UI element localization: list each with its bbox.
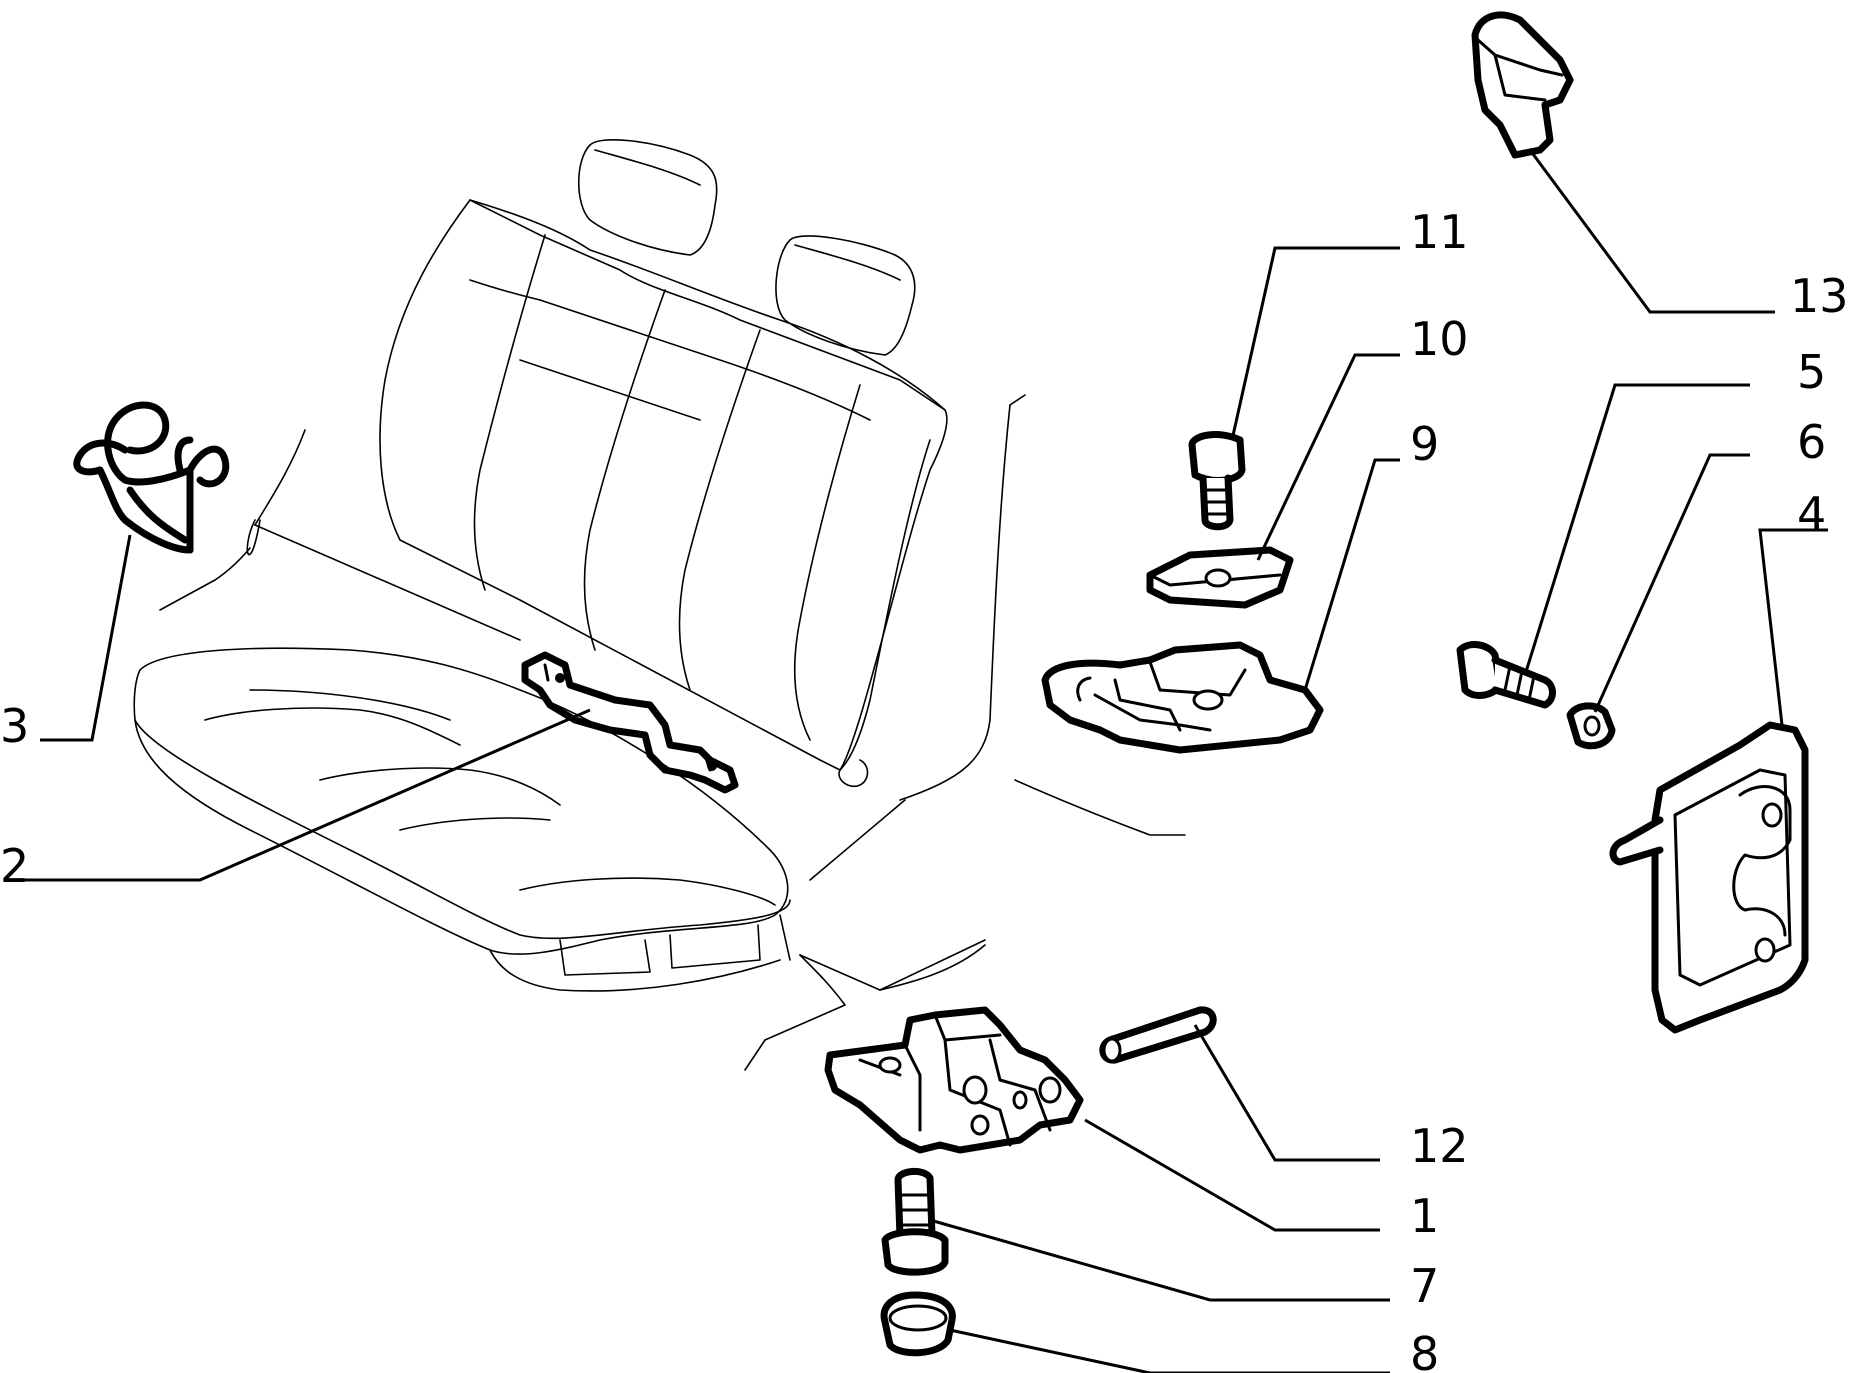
part-12-pin: [1099, 1006, 1217, 1064]
leader-8: [949, 1328, 1390, 1373]
leader-lines: [20, 149, 1828, 1373]
part-7-bolt: [881, 1168, 949, 1276]
callout-1: 1: [1410, 1189, 1439, 1243]
callout-6: 6: [1797, 415, 1826, 469]
part-13-end-cap: [1471, 11, 1574, 159]
part-4-mounting-plate: [1609, 721, 1809, 1034]
leader-6: [1593, 453, 1750, 713]
callout-labels: 1 2 3 4 5 6 7 8 9 10 11 12 13: [0, 205, 1849, 1373]
part-6-nut: [1566, 702, 1616, 750]
leader-11: [1230, 246, 1400, 441]
callout-5: 5: [1797, 345, 1826, 399]
callout-9: 9: [1410, 417, 1439, 471]
leader-1: [1084, 1118, 1380, 1232]
leader-7: [929, 1218, 1390, 1302]
part-3-wire-clip: [73, 401, 230, 554]
callout-7: 7: [1410, 1259, 1439, 1313]
callout-12: 12: [1410, 1119, 1469, 1173]
leader-4: [1758, 528, 1828, 726]
part-9-hinge-bracket: [1041, 641, 1324, 754]
part-1-hinge-support: [824, 1006, 1084, 1154]
leader-3: [40, 534, 132, 742]
callout-4: 4: [1797, 487, 1826, 541]
callout-11: 11: [1410, 205, 1469, 259]
part-11-bolt: [1188, 431, 1246, 531]
part-10-plate: [1146, 546, 1294, 609]
callout-10: 10: [1410, 312, 1469, 366]
leader-12: [1193, 1024, 1380, 1162]
part-2-seat-rod: [521, 651, 739, 794]
part-5-bolt: [1456, 641, 1556, 709]
callout-2: 2: [0, 839, 29, 893]
callout-13: 13: [1790, 269, 1849, 323]
leader-2: [20, 708, 591, 882]
leader-10: [1256, 353, 1400, 561]
bench-seat: [133, 139, 1186, 1071]
leader-9: [1303, 458, 1400, 691]
callout-3: 3: [0, 699, 29, 753]
leader-13: [1528, 149, 1775, 314]
leader-5: [1523, 383, 1750, 676]
callout-8: 8: [1410, 1327, 1439, 1373]
part-8-cap: [880, 1291, 956, 1357]
